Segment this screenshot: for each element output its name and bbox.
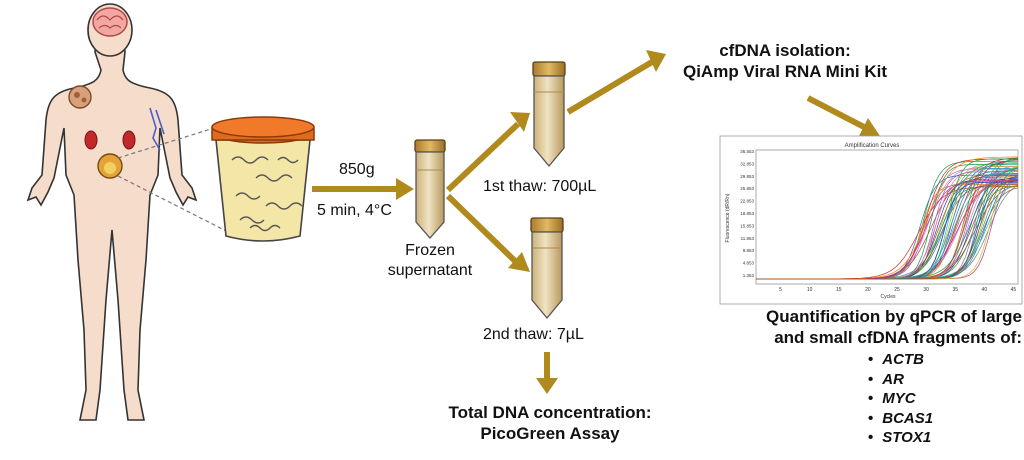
- plot-y-tick: 15.853: [740, 223, 754, 228]
- plot-y-tick: 36.553: [740, 149, 754, 154]
- plot-x-tick: 20: [865, 287, 871, 293]
- isolation-line2: QiAmp Viral RNA Mini Kit: [682, 62, 888, 81]
- plot-x-tick: 45: [1011, 287, 1017, 293]
- frozen-line1: Frozen: [405, 242, 455, 259]
- plot-x-tick: 5: [779, 287, 782, 293]
- isolation-label: cfDNA isolation: QiAmp Viral RNA Mini Ki…: [660, 40, 910, 82]
- plot-title: Amplification Curves: [845, 143, 900, 149]
- plot-y-tick: 29.853: [740, 174, 754, 179]
- second-thaw-label: 2nd thaw: 7µL: [483, 326, 584, 343]
- gene-list: ACTB AR MYC BCAS1 STOX1: [868, 350, 933, 448]
- total-dna-label: Total DNA concentration: PicoGreen Assay: [430, 402, 670, 444]
- plot-y-tick: 25.853: [740, 186, 754, 191]
- gene-item: BCAS1: [868, 409, 933, 429]
- arrow-to-second-thaw: [445, 193, 530, 272]
- total-line1: Total DNA concentration:: [448, 403, 652, 422]
- plot-y-tick: 18.853: [740, 211, 754, 216]
- plot-x-tick: 10: [807, 287, 813, 293]
- plot-y-tick: 4.853: [743, 261, 755, 266]
- arrow-to-isolation: [566, 50, 666, 115]
- gene-item: ACTB: [868, 350, 933, 370]
- plot-y-tick: 11.853: [741, 236, 755, 241]
- gene-item: STOX1: [868, 428, 933, 448]
- human-body-figure: [26, 3, 198, 421]
- kidney-icon: [84, 130, 136, 150]
- plot-x-tick: 25: [894, 287, 900, 293]
- amplification-curve: [756, 179, 1019, 280]
- cup-body: [215, 139, 311, 242]
- centrifuge-time-label: 5 min, 4°C: [317, 202, 392, 219]
- arrow-to-first-thaw: [445, 112, 530, 193]
- breast-tumor-icon: [68, 85, 92, 109]
- arrow-to-total-dna: [536, 352, 558, 394]
- plot-y-tick: 32.853: [740, 161, 754, 166]
- frozen-supernatant-tube: [414, 139, 446, 239]
- plot-x-tick: 30: [923, 287, 929, 293]
- dna-fragments: [231, 156, 303, 232]
- bladder-icon: [97, 153, 123, 179]
- plot-y-tick: 22.853: [740, 199, 754, 204]
- amplification-plot: Amplification Curves Fluorescence (dR/Rn…: [719, 135, 1023, 305]
- plot-area: [755, 149, 1019, 285]
- gene-item: MYC: [868, 389, 933, 409]
- plot-y-tick: 1.353: [743, 273, 755, 278]
- plot-x-tick: 40: [982, 287, 988, 293]
- quantification-label: Quantification by qPCR of large and smal…: [750, 306, 1022, 348]
- body-silhouette: [26, 34, 198, 421]
- centrifuge-arrow: [312, 178, 414, 200]
- gene-item: AR: [868, 370, 933, 390]
- plot-xlabel: Cycles: [880, 294, 896, 300]
- first-thaw-tube: [532, 61, 566, 168]
- quant-line2: and small cfDNA fragments of:: [774, 328, 1022, 347]
- vein-arm-icon: [149, 107, 165, 151]
- quant-line1: Quantification by qPCR of large: [766, 307, 1022, 326]
- brain-icon: [92, 7, 128, 37]
- second-thaw-tube: [530, 217, 564, 320]
- plot-ylabel: Fluorescence (dR/Rn): [725, 193, 731, 242]
- arrow-to-qpcr: [806, 95, 880, 138]
- frozen-line2: supernatant: [387, 262, 473, 279]
- frozen-supernatant-label: Frozen supernatant: [378, 241, 482, 281]
- plot-x-tick: 35: [952, 287, 958, 293]
- dashed-connector-top: [117, 127, 215, 159]
- urine-sample-cup: [211, 116, 315, 242]
- plot-y-tick: 8.853: [743, 248, 755, 253]
- centrifuge-speed-label: 850g: [339, 161, 375, 178]
- isolation-line1: cfDNA isolation:: [719, 41, 851, 60]
- plot-x-tick: 15: [836, 287, 842, 293]
- first-thaw-label: 1st thaw: 700µL: [483, 178, 597, 195]
- total-line2: PicoGreen Assay: [480, 424, 620, 443]
- dashed-connector-bottom: [117, 175, 241, 239]
